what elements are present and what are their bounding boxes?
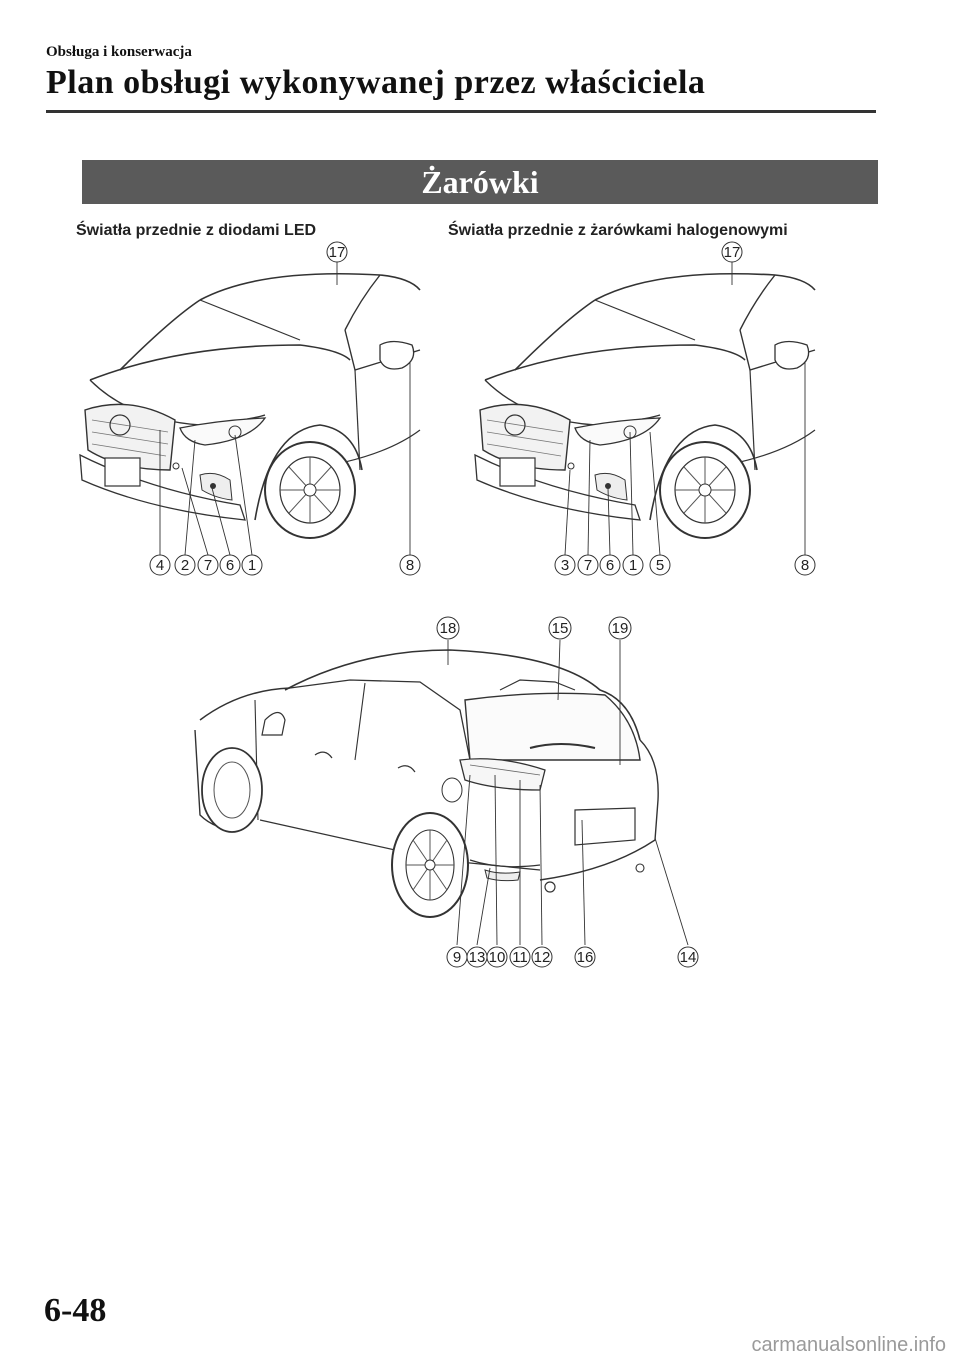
callout-number: 9 — [453, 949, 461, 966]
watermark: carmanualsonline.info — [751, 1334, 946, 1356]
leader-lines-rear — [447, 639, 689, 946]
callout-number: 7 — [584, 557, 592, 574]
page-number: 6-48 — [44, 1292, 107, 1329]
callout-front-left-top: 17 — [326, 241, 348, 263]
callout-number: 5 — [656, 557, 664, 574]
title-divider — [46, 110, 876, 113]
figure-label-led: Światła przednie z diodami LED — [76, 222, 317, 239]
front-car-led-illustration — [79, 272, 421, 539]
figure-label-halogen: Światła przednie z żarówkami halogenowym… — [448, 222, 788, 239]
callout-front-left-bottom: 4 2 7 6 1 8 — [149, 554, 421, 576]
callout-number: 4 — [156, 557, 164, 574]
front-car-halogen-illustration — [474, 272, 816, 539]
callout-number: 17 — [724, 244, 741, 261]
rear-car-illustration — [194, 649, 659, 918]
callout-number: 10 — [489, 949, 506, 966]
callout-number: 3 — [561, 557, 569, 574]
callout-number: 17 — [329, 244, 346, 261]
running-header-section: Obsługa i konserwacja — [46, 44, 192, 60]
leader-lines-right — [564, 262, 806, 556]
callout-number: 7 — [204, 557, 212, 574]
callout-number: 8 — [801, 557, 809, 574]
callout-number: 15 — [552, 620, 569, 637]
section-title: Żarówki — [421, 163, 539, 200]
callout-number: 2 — [181, 557, 189, 574]
callout-number: 11 — [512, 949, 528, 966]
callout-number: 19 — [612, 620, 629, 637]
callout-rear-top: 18 15 19 — [436, 616, 632, 640]
leader-lines-left — [159, 262, 411, 556]
callout-number: 6 — [226, 557, 234, 574]
callout-number: 16 — [577, 949, 594, 966]
callout-number: 8 — [406, 557, 414, 574]
callout-number: 1 — [629, 557, 637, 574]
callout-number: 6 — [606, 557, 614, 574]
callout-number: 13 — [469, 949, 486, 966]
callout-labels: 17 4 2 7 6 1 8 17 3 7 6 1 — [149, 241, 816, 968]
callout-front-right-top: 17 — [721, 241, 743, 263]
callout-number: 14 — [680, 949, 697, 966]
page-title: Plan obsługi wykonywanej przez właścicie… — [46, 64, 706, 101]
callout-rear-bottom: 9 13 10 11 12 16 14 — [446, 946, 699, 968]
callout-number: 18 — [440, 620, 457, 637]
callout-front-right-bottom: 3 7 6 1 5 8 — [554, 554, 816, 576]
section-title-bar: Żarówki — [82, 160, 878, 204]
callout-number: 1 — [248, 557, 256, 574]
callout-number: 12 — [534, 949, 551, 966]
